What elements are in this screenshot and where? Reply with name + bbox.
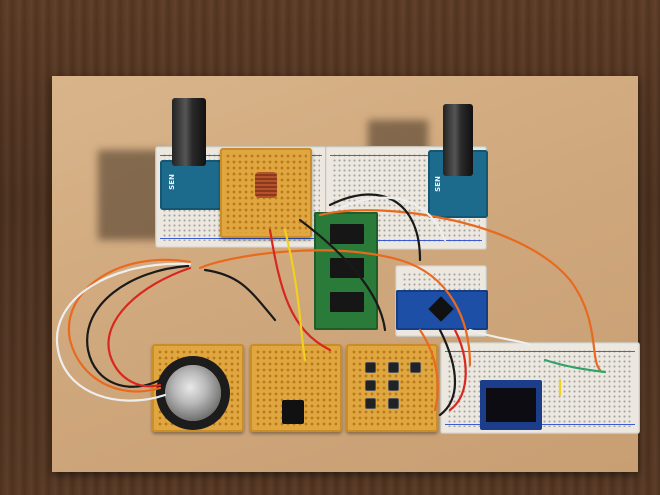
ic-chip (330, 258, 364, 278)
power-rail (330, 155, 482, 156)
push-button (388, 380, 399, 391)
bnc-connector-left (172, 98, 206, 166)
oled-display (480, 380, 542, 430)
potentiometer-knob (165, 365, 221, 421)
push-button (365, 398, 376, 409)
audio-jack (282, 400, 304, 424)
blue-sensor-module-left: SEN (160, 160, 222, 210)
push-button (365, 380, 376, 391)
push-button (388, 362, 399, 373)
bnc-connector-right (443, 104, 473, 176)
push-button (365, 362, 376, 373)
ground-rail (160, 238, 322, 239)
power-rail (445, 351, 635, 352)
ic-chip (330, 292, 364, 312)
ic-chip (330, 224, 364, 244)
push-button (388, 398, 399, 409)
push-button (410, 362, 421, 373)
module-mark: SEN (433, 176, 442, 192)
module-mark: SEN (167, 174, 176, 190)
oled-screen (486, 388, 536, 422)
inductor-coil (255, 172, 277, 198)
